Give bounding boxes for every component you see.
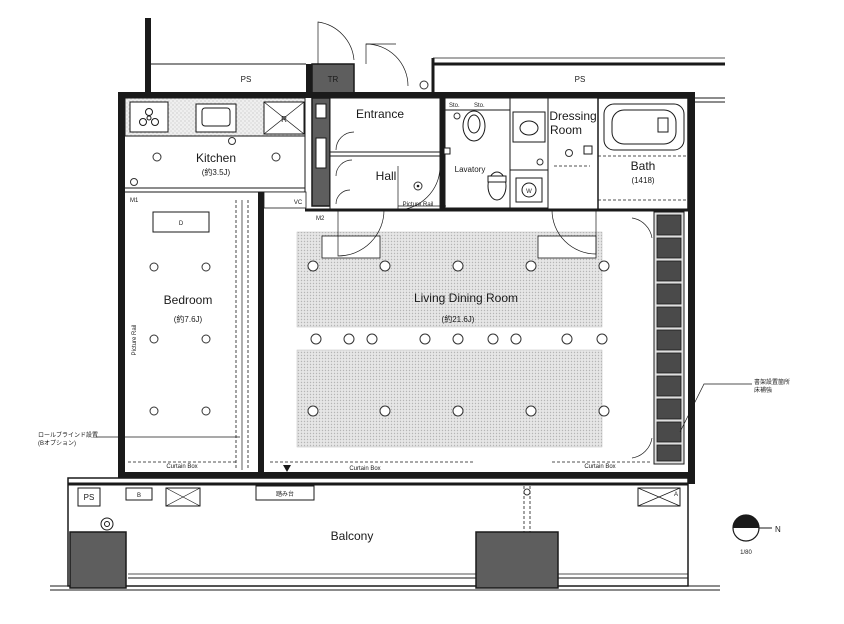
living-size: (約21.6J) <box>442 314 475 324</box>
kitchen-label: Kitchen <box>196 151 236 165</box>
washroom: W Dressing Room <box>509 97 599 211</box>
ps-right-label: PS <box>575 75 586 84</box>
storage-label: Sto. <box>449 103 460 109</box>
blind-annotation-2: (Bオプション) <box>38 440 76 447</box>
storage-label-2: Sto. <box>474 103 485 109</box>
top-shafts <box>145 18 725 95</box>
fridge-mark: R <box>281 115 287 124</box>
picture-rail-left: Picture Rail <box>132 325 138 356</box>
m1-mark: M1 <box>130 198 139 204</box>
hall-label: Hall <box>376 169 397 183</box>
step-label: 踏み台 <box>276 490 294 498</box>
dressing-label-2: Room <box>550 123 582 137</box>
balcony-a-mark: A <box>674 492 678 498</box>
living-label: Living Dining Room <box>414 291 518 305</box>
bath: Bath (1418) <box>597 97 689 211</box>
balcony-ps-label: PS <box>84 493 95 502</box>
ps-left-label: PS <box>241 75 252 84</box>
bath-size: (1418) <box>631 176 654 185</box>
bedroom-size: (約7.6J) <box>174 314 203 324</box>
top-labels: PS TR PS <box>241 75 586 84</box>
blind-annotation: ロールブラインド設置 (Bオプション) <box>38 431 240 447</box>
kitchen-size: (約3.5J) <box>202 167 231 177</box>
curtain-box-bedroom: Curtain Box <box>166 464 197 470</box>
blind-annotation-1: ロールブラインド設置 <box>38 431 98 439</box>
curtain-box-living: Curtain Box <box>349 466 380 472</box>
scale-label: 1/80 <box>740 550 752 556</box>
north-arrow: N 1/80 <box>732 514 781 556</box>
shelf-annotation-2: 床補強 <box>754 386 772 394</box>
lavatory: Sto. Sto. Lavatory <box>443 97 511 209</box>
washer-mark: W <box>526 189 532 195</box>
kitchen: R Kitchen (約3.5J) <box>124 97 306 192</box>
bath-label: Bath <box>631 159 656 173</box>
bedroom: D Bedroom (約7.6J) Picture Rail Curtain B… <box>128 211 236 470</box>
bedroom-label: Bedroom <box>164 293 213 307</box>
balcony-label: Balcony <box>331 529 374 543</box>
dressing-label-1: Dressing <box>549 109 596 123</box>
north-label: N <box>775 525 781 534</box>
shelf-cabinets: 書架設置箇所 床補強 <box>653 211 790 465</box>
curtain-box-right: Curtain Box <box>584 464 615 470</box>
service-wall <box>311 97 331 210</box>
shelf-annotation-1: 書架設置箇所 <box>754 378 790 386</box>
m2-mark: M2 <box>316 216 325 222</box>
partitions: Picture Rail VC M1 M2 <box>125 191 688 472</box>
bedroom-d-mark: D <box>179 221 184 227</box>
balcony: PS B 踏み台 A Balcony <box>50 472 720 591</box>
entrance-hall: Entrance Hall <box>329 97 445 211</box>
vc-mark: VC <box>294 200 303 206</box>
balcony-b-mark: B <box>137 493 141 499</box>
living-dining: Living Dining Room (約21.6J) Curtain Box … <box>270 209 653 472</box>
picture-rail-top: Picture Rail <box>403 202 434 208</box>
lavatory-label: Lavatory <box>455 165 486 174</box>
entrance-label: Entrance <box>356 107 404 121</box>
outer-walls <box>118 92 725 484</box>
tr-label: TR <box>328 75 339 84</box>
